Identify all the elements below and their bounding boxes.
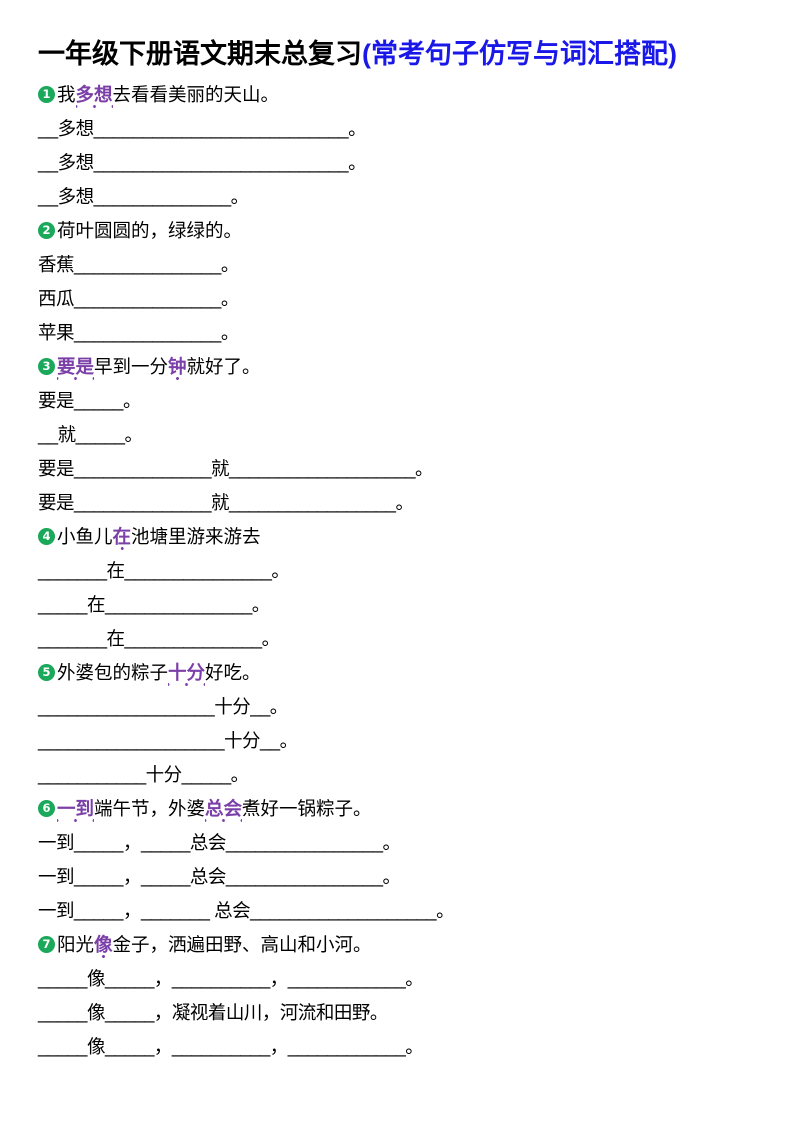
prompt-text-segment: 阳光 xyxy=(57,933,95,955)
answer-blank-text: 要是_____。 xyxy=(38,389,141,411)
answer-blank-text: 要是______________就_________________。 xyxy=(38,491,414,513)
prompt-text-segment: 外婆包的粽子 xyxy=(57,661,169,683)
answer-blank-text: 香蕉_______________。 xyxy=(38,253,239,275)
question-prompt-text: 阳光像金子，洒遍田野、高山和小河。 xyxy=(57,928,372,962)
emphasized-phrase: 一到 xyxy=(57,797,95,819)
answer-blank-text: ___________十分_____。 xyxy=(38,763,249,785)
question-number-badge: 4 xyxy=(38,528,55,546)
question-prompt-text: 要是早到一分钟就好了。 xyxy=(57,350,261,384)
answer-blank-text: 苹果_______________。 xyxy=(38,321,239,343)
prompt-text-segment: 荷叶圆圆的，绿绿的。 xyxy=(57,219,243,241)
answer-blank-line[interactable]: _______在______________。 xyxy=(38,622,764,656)
answer-blank-line[interactable]: 一到_____，_____总会________________。 xyxy=(38,860,764,894)
answer-blank-text: 一到_____，_____总会________________。 xyxy=(38,865,401,887)
answer-blank-line[interactable]: 西瓜_______________。 xyxy=(38,282,764,316)
answer-blank-text: __多想__________________________。 xyxy=(38,117,367,139)
question-prompt-text: 小鱼儿在池塘里游来游去 xyxy=(57,520,261,554)
emphasized-phrase: 多想 xyxy=(75,83,113,105)
answer-blank-line[interactable]: _______在_______________。 xyxy=(38,554,764,588)
prompt-text-segment: 小鱼儿 xyxy=(57,525,113,547)
emphasized-phrase: 十分 xyxy=(168,661,206,683)
answer-blank-text: _______在_______________。 xyxy=(38,559,290,581)
answer-blank-line[interactable]: 要是_____。 xyxy=(38,384,764,418)
emphasized-phrase: 总会 xyxy=(205,797,243,819)
prompt-text-segment: 端午节，外婆 xyxy=(94,797,206,819)
answer-blank-line[interactable]: ___________十分_____。 xyxy=(38,758,764,792)
emphasized-phrase: 像 xyxy=(94,933,113,955)
answer-blank-line[interactable]: 一到_____，_______ 总会___________________。 xyxy=(38,894,764,928)
prompt-text-segment: 早到一分 xyxy=(94,355,169,377)
prompt-text-segment: 煮好一锅粽子。 xyxy=(242,797,372,819)
emphasized-phrase: 钟 xyxy=(168,355,187,377)
answer-blank-line[interactable]: ___________________十分__。 xyxy=(38,724,764,758)
prompt-text-segment: 金子，洒遍田野、高山和小河。 xyxy=(112,933,372,955)
emphasized-phrase: 要是 xyxy=(57,355,95,377)
question-number-badge: 3 xyxy=(38,358,55,376)
answer-blank-line[interactable]: __就_____。 xyxy=(38,418,764,452)
answer-blank-text: __________________十分__。 xyxy=(38,695,288,717)
answer-blank-text: _____像_____，凝视着山川，河流和田野。 xyxy=(38,1001,388,1023)
prompt-text-segment: 就好了。 xyxy=(186,355,261,377)
answer-blank-text: 西瓜_______________。 xyxy=(38,287,239,309)
answer-blank-text: ___________________十分__。 xyxy=(38,729,298,751)
question-prompt-text: 我多想去看看美丽的天山。 xyxy=(57,78,279,112)
question-prompt-text: 外婆包的粽子十分好吃。 xyxy=(57,656,261,690)
answer-blank-line[interactable]: __多想__________________________。 xyxy=(38,112,764,146)
page-title-subtitle: (常考句子仿写与词汇搭配) xyxy=(362,39,677,69)
page-title-main: 一年级下册语文期末总复习 xyxy=(38,39,362,69)
answer-blank-line[interactable]: _____像_____，凝视着山川，河流和田野。 xyxy=(38,996,764,1030)
answer-blank-line[interactable]: 要是______________就_________________。 xyxy=(38,486,764,520)
answer-blank-line[interactable]: __多想__________________________。 xyxy=(38,146,764,180)
prompt-text-segment: 去看看美丽的天山。 xyxy=(112,83,280,105)
prompt-text-segment: 好吃。 xyxy=(205,661,261,683)
answer-blank-text: __多想______________。 xyxy=(38,185,249,207)
prompt-text-segment: 我 xyxy=(57,83,76,105)
emphasized-phrase: 在 xyxy=(112,525,132,547)
answer-blank-text: 一到_____，_______ 总会___________________。 xyxy=(38,899,455,921)
answer-blank-text: _____在_______________。 xyxy=(38,593,270,615)
question-number-badge: 6 xyxy=(38,800,55,818)
question-number-badge: 2 xyxy=(38,222,55,240)
answer-blank-line[interactable]: __多想______________。 xyxy=(38,180,764,214)
question-number-badge: 1 xyxy=(38,86,55,104)
answer-blank-text: 一到_____，_____总会________________。 xyxy=(38,831,401,853)
page-title: 一年级下册语文期末总复习(常考句子仿写与词汇搭配) xyxy=(38,38,764,72)
question-number-badge: 5 xyxy=(38,664,55,682)
prompt-text-segment: 池塘里游来游去 xyxy=(131,525,261,547)
answer-blank-text: 要是______________就___________________。 xyxy=(38,457,434,479)
answer-blank-text: _______在______________。 xyxy=(38,627,280,649)
answer-blank-line[interactable]: 苹果_______________。 xyxy=(38,316,764,350)
answer-blank-line[interactable]: _____像_____，__________，____________。 xyxy=(38,1030,764,1064)
question-prompt-text: 一到端午节，外婆总会煮好一锅粽子。 xyxy=(57,792,372,826)
answer-blank-line[interactable]: _____在_______________。 xyxy=(38,588,764,622)
answer-blank-line[interactable]: _____像_____，__________，____________。 xyxy=(38,962,764,996)
answer-blank-line[interactable]: 一到_____，_____总会________________。 xyxy=(38,826,764,860)
question-prompt-text: 荷叶圆圆的，绿绿的。 xyxy=(57,214,242,248)
answer-blank-text: _____像_____，__________，____________。 xyxy=(38,967,424,989)
answer-blank-line[interactable]: 香蕉_______________。 xyxy=(38,248,764,282)
answer-blank-line[interactable]: 要是______________就___________________。 xyxy=(38,452,764,486)
question-number-badge: 7 xyxy=(38,936,55,954)
answer-blank-text: __就_____。 xyxy=(38,423,143,445)
answer-blank-line[interactable]: __________________十分__。 xyxy=(38,690,764,724)
answer-blank-text: _____像_____，__________，____________。 xyxy=(38,1035,424,1057)
answer-blank-text: __多想__________________________。 xyxy=(38,151,367,173)
